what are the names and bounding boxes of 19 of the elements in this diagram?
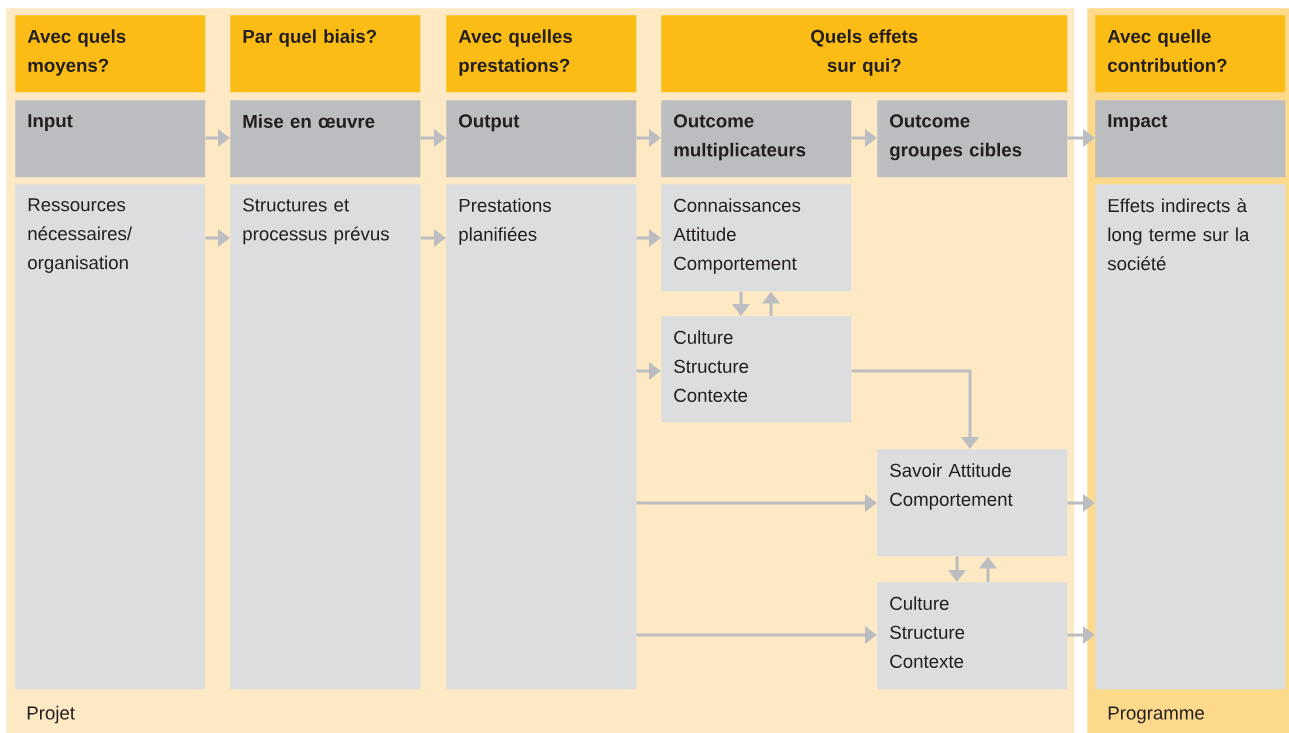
content-box: Ressources nécessaires/ organisation bbox=[15, 184, 206, 690]
content-box: Structures et processus prévus bbox=[230, 184, 421, 690]
content-box: Effets indirects à long terme sur la société bbox=[1095, 184, 1286, 690]
stage-box: Outcome groupes cibles bbox=[877, 100, 1068, 178]
content-box: Connaissances Attitude Comportement bbox=[661, 184, 852, 292]
content-box: Savoir Attitude Comportement bbox=[877, 449, 1068, 557]
stage-box: Outcome multiplicateurs bbox=[661, 100, 852, 178]
stage-box: Input bbox=[15, 100, 206, 178]
content-box: Prestations planifiées bbox=[446, 184, 637, 690]
stage-box: Impact bbox=[1095, 100, 1286, 178]
header-box: Quels effets sur qui? bbox=[661, 15, 1068, 93]
stage-box: Mise en œuvre bbox=[230, 100, 421, 178]
header-box: Avec quels moyens? bbox=[15, 15, 206, 93]
content-box: Culture Structure Contexte bbox=[877, 582, 1068, 690]
content-box: Culture Structure Contexte bbox=[661, 316, 852, 423]
header-box: Avec quelle contribution? bbox=[1095, 15, 1286, 93]
stage-box: Output bbox=[446, 100, 637, 178]
header-box: Par quel biais? bbox=[230, 15, 421, 93]
header-box: Avec quelles prestations? bbox=[446, 15, 637, 93]
